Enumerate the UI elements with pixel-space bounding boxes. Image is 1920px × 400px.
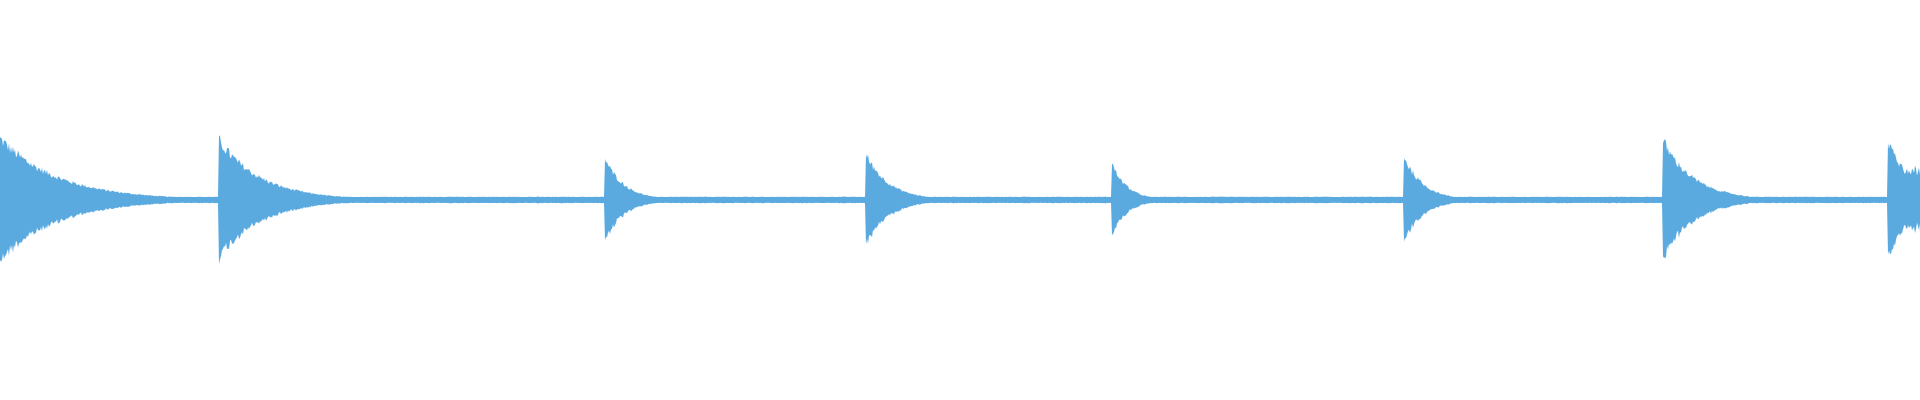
waveform-shape [0,135,1920,265]
